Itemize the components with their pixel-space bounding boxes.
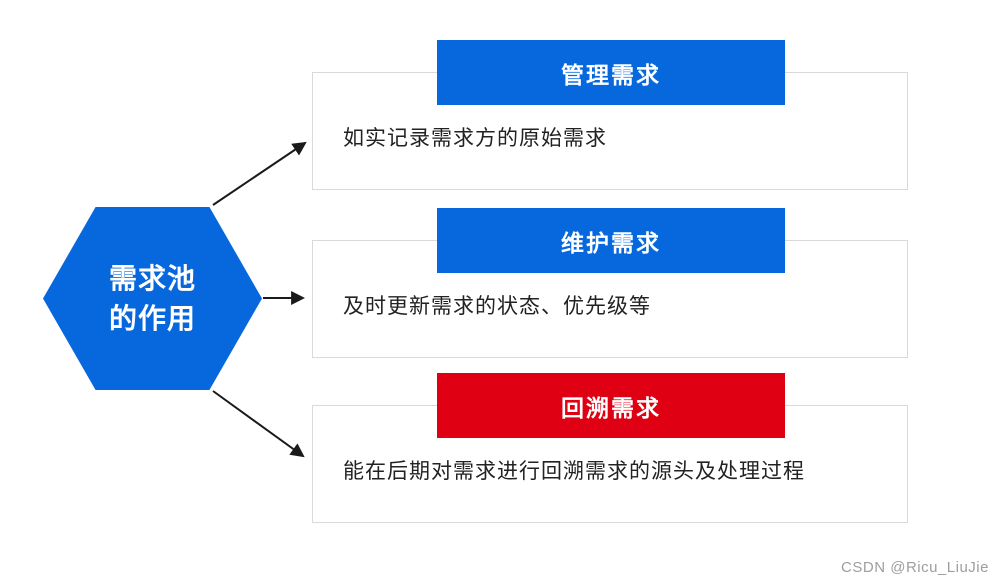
card-maintain-requirements: 维护需求 及时更新需求的状态、优先级等 [312,208,908,358]
hexagon-requirement-pool: 需求池 的作用 [43,207,262,390]
arrow-to-manage [212,141,307,206]
card-manage-title: 管理需求 [561,61,661,88]
card-manage-requirements: 管理需求 如实记录需求方的原始需求 [312,40,908,190]
card-traceback-description: 能在后期对需求进行回溯需求的源头及处理过程 [343,460,805,483]
card-manage-description: 如实记录需求方的原始需求 [343,127,607,150]
card-manage-banner: 管理需求 [437,40,785,105]
card-traceback-title: 回溯需求 [561,394,661,421]
card-traceback-requirements: 回溯需求 能在后期对需求进行回溯需求的源头及处理过程 [312,373,908,523]
card-traceback-banner: 回溯需求 [437,373,785,438]
card-maintain-banner: 维护需求 [437,208,785,273]
card-maintain-description: 及时更新需求的状态、优先级等 [343,295,651,318]
watermark: CSDN @Ricu_LiuJie [841,559,989,576]
hexagon-label: 需求池 的作用 [108,262,196,334]
arrow-to-traceback [212,390,305,458]
card-maintain-title: 维护需求 [561,229,661,256]
